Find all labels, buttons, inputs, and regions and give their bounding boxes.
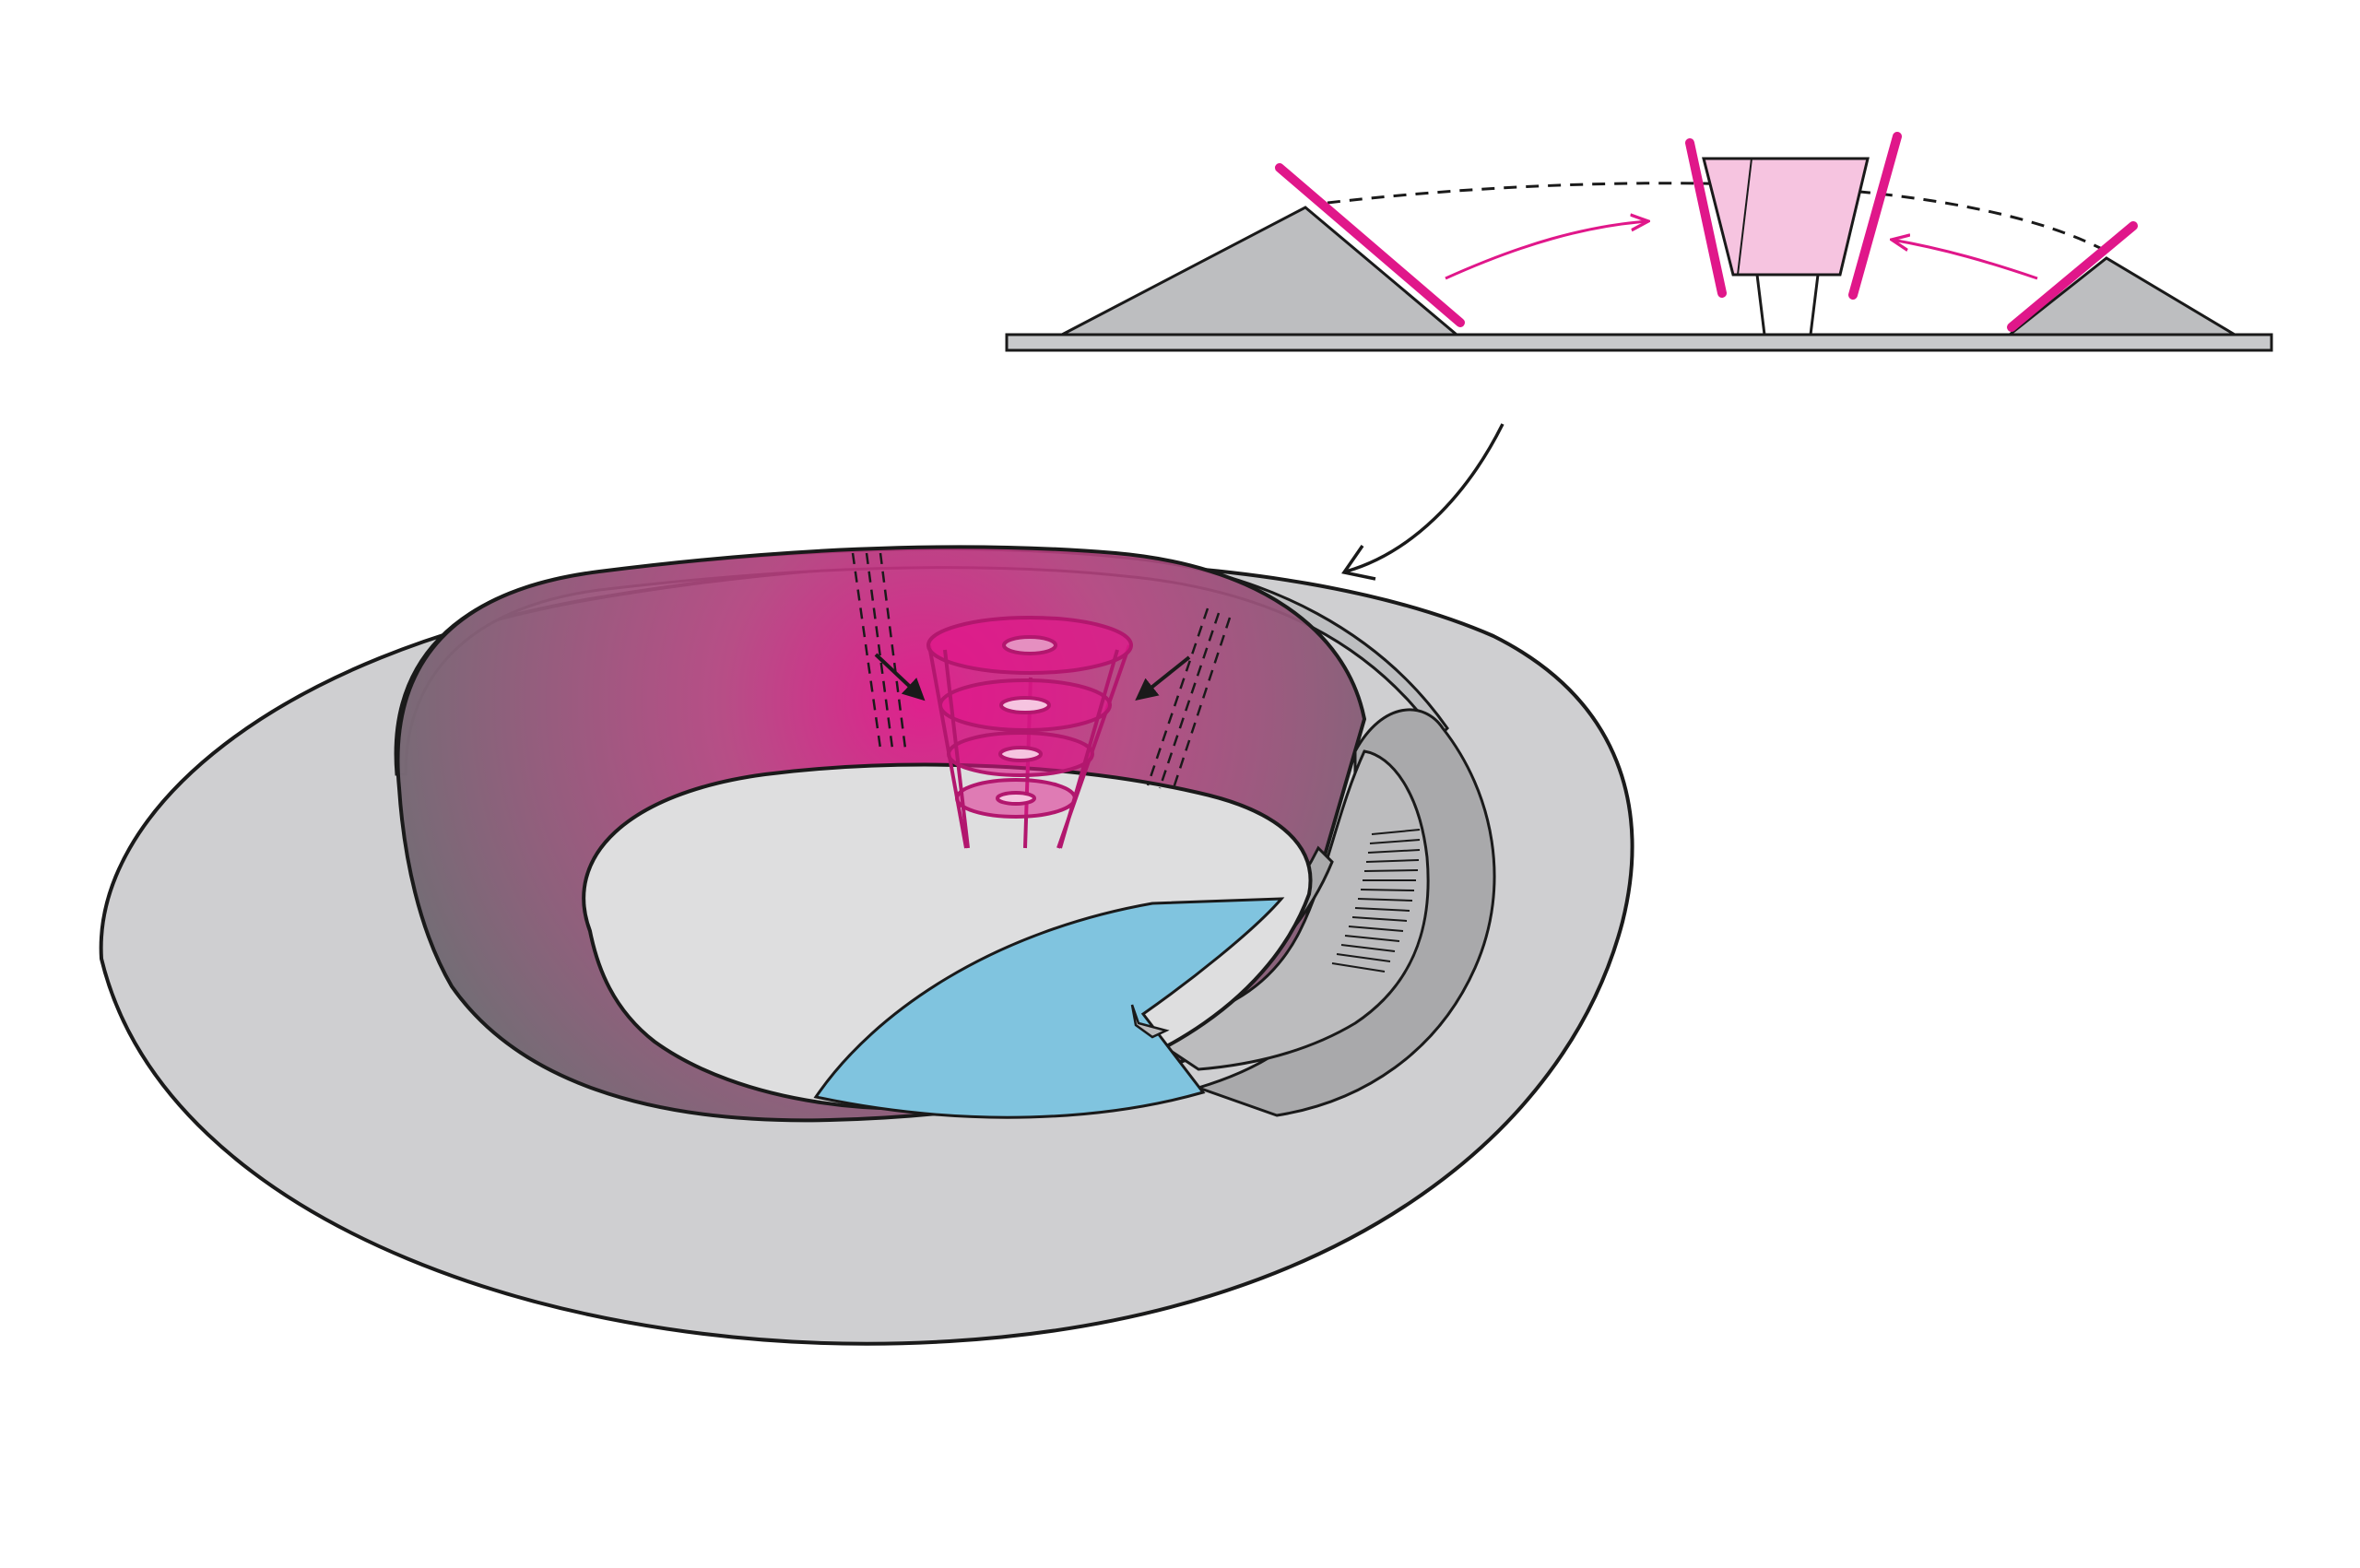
transition-arrow	[1345, 423, 1504, 573]
beam-arrows	[874, 653, 1191, 701]
right-mound	[2005, 256, 2240, 336]
dashed-light-arc	[1327, 182, 2103, 251]
transition-arrow-head	[1341, 545, 1376, 581]
section-ground-strip	[1005, 333, 2273, 352]
ramp-lip	[1130, 1004, 1170, 1039]
central-tower-section	[1702, 157, 1870, 336]
left-mound	[1061, 206, 1461, 336]
light-beam-dashes	[851, 552, 1232, 792]
light-path-arrows	[1445, 221, 2038, 280]
section-view	[1005, 132, 2273, 352]
bowl-view	[99, 545, 1634, 1346]
spiral-tower-3d	[926, 616, 1133, 849]
reflector-panels	[1275, 132, 2138, 332]
water-pool	[813, 897, 1285, 1119]
